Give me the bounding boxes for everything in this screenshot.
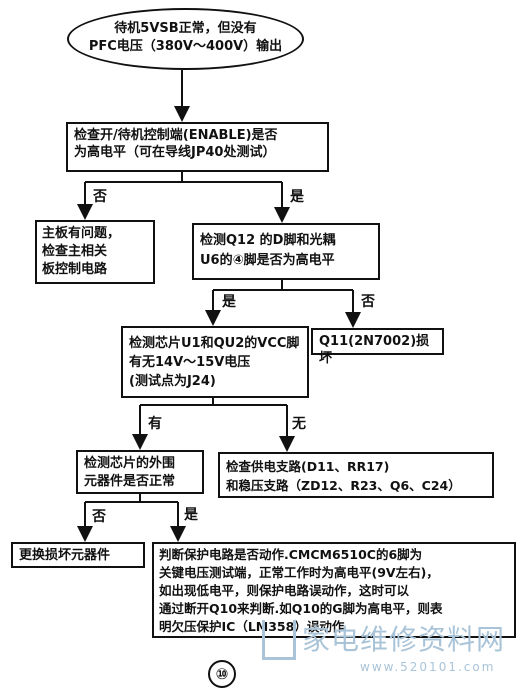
label-yes-3: 是: [184, 507, 198, 523]
watermark-text: 家电维修资料网: [302, 623, 506, 656]
label-yes-2: 是: [222, 294, 236, 310]
check-vcc-box: 检测芯片U1和QU2的VCC脚 有无14V～15V电压 (测试点为J24): [121, 326, 309, 398]
page-number: ⑩: [208, 660, 236, 688]
check-enable-box: 检查开/待机控制端(ENABLE)是否 为高电平（可在导线JP40处测试）: [66, 122, 329, 172]
judge-box: 判断保护电路是否动作.CMCM6510C的6脚为 关键电压测试端，正常工作时为高…: [152, 542, 516, 638]
check-supply-box: 检查供电支路(D11、RR17) 和稳压支路（ZD12、R23、Q6、C24）: [218, 452, 494, 498]
label-has: 有: [148, 416, 162, 432]
watermark-logo: [262, 620, 296, 660]
q11-box: Q11(2N7002)损坏: [311, 328, 444, 366]
check-q12-box: 检测Q12 的D脚和光耦 U6的④脚是否为高电平: [192, 223, 380, 280]
label-none: 无: [292, 416, 306, 432]
label-no-1: 否: [93, 189, 107, 205]
label-yes-1: 是: [290, 189, 304, 205]
label-no-2: 否: [361, 294, 375, 310]
label-no-3: 否: [92, 509, 106, 525]
replace-box: 更换损坏元器件: [11, 542, 145, 568]
watermark-url: www.520101.com: [360, 660, 496, 674]
check-periph-box: 检测芯片的外围 元器件是否正常: [76, 450, 204, 494]
start-ellipse: 待机5VSB正常，但没有 PFC电压（380V～400V）输出: [67, 8, 304, 70]
mainboard-box: 主板有问题， 检查主相关 板控制电路: [35, 220, 155, 284]
